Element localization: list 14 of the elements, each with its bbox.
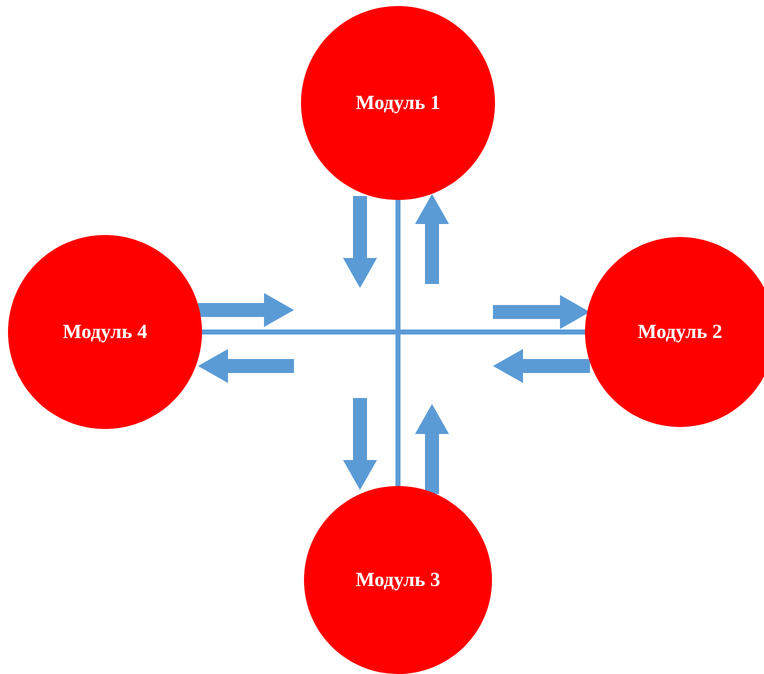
block-arrow [343, 398, 377, 490]
block-arrow [415, 404, 449, 494]
connector-line [202, 330, 585, 334]
module-label: Модуль 2 [638, 320, 722, 345]
module-label: Модуль 4 [62, 320, 148, 345]
block-arrow [415, 194, 449, 284]
block-arrow [198, 293, 294, 327]
block-arrow [198, 349, 294, 383]
block-arrow [493, 295, 590, 329]
module-label: Модуль 3 [356, 568, 440, 593]
block-arrow [343, 196, 377, 288]
block-arrow [493, 349, 590, 383]
connector-line [396, 200, 400, 486]
module-label: Модуль 1 [356, 91, 440, 116]
